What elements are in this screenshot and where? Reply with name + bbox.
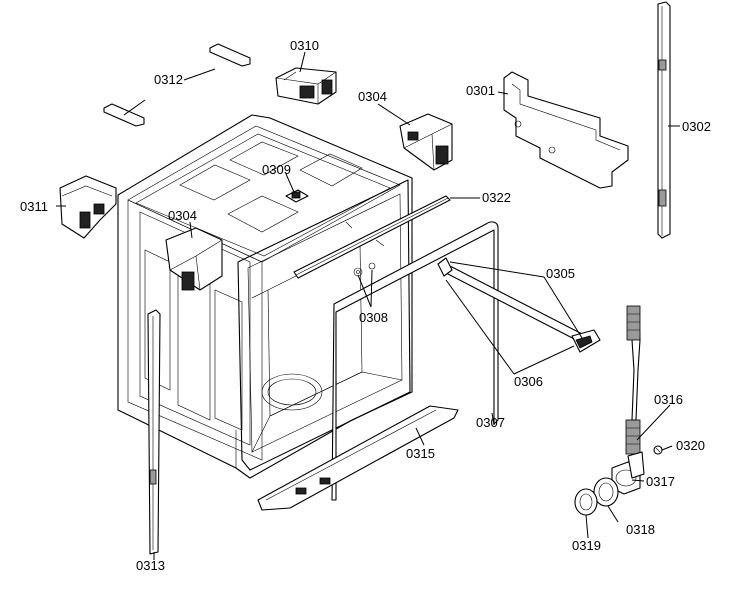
part-0302-rail xyxy=(657,1,671,239)
part-0318-ring xyxy=(593,477,619,507)
part-labels: 0310 0312 0304 0301 0302 0309 0311 0322 … xyxy=(20,38,711,573)
part-0313-rail xyxy=(147,309,161,555)
label-0304-top: 0304 xyxy=(358,89,387,104)
part-0304-top-bracket xyxy=(399,113,453,171)
label-0320: 0320 xyxy=(676,438,705,453)
label-0310: 0310 xyxy=(290,38,319,53)
part-0315-cover xyxy=(257,405,459,511)
label-0316: 0316 xyxy=(654,392,683,407)
part-0320-screw xyxy=(653,445,663,455)
label-0318: 0318 xyxy=(626,522,655,537)
part-0319-cap xyxy=(574,488,598,516)
label-0307: 0307 xyxy=(476,415,505,430)
label-0302: 0302 xyxy=(682,119,711,134)
tub-body xyxy=(117,114,413,479)
part-0301-panel xyxy=(503,71,629,189)
part-0311-bracket xyxy=(59,175,117,239)
label-0301: 0301 xyxy=(466,83,495,98)
label-0305: 0305 xyxy=(546,266,575,281)
part-0307-seal xyxy=(331,221,499,501)
label-0317: 0317 xyxy=(646,474,675,489)
part-0310-bracket xyxy=(275,67,337,105)
label-0304-side: 0304 xyxy=(168,208,197,223)
part-0316-hose xyxy=(625,305,641,455)
part-0305-hinge-arm xyxy=(437,257,601,353)
label-0311: 0311 xyxy=(20,199,48,214)
label-0313: 0313 xyxy=(136,558,165,573)
part-0304-side-bracket xyxy=(165,227,223,291)
label-0319: 0319 xyxy=(572,538,601,553)
label-0309: 0309 xyxy=(262,162,291,177)
label-0322: 0322 xyxy=(482,190,511,205)
label-0308: 0308 xyxy=(359,310,388,325)
label-0315: 0315 xyxy=(406,446,435,461)
label-0312: 0312 xyxy=(154,72,183,87)
part-0322-strip xyxy=(293,195,451,279)
leader-lines xyxy=(56,51,680,560)
label-0306: 0306 xyxy=(514,374,543,389)
